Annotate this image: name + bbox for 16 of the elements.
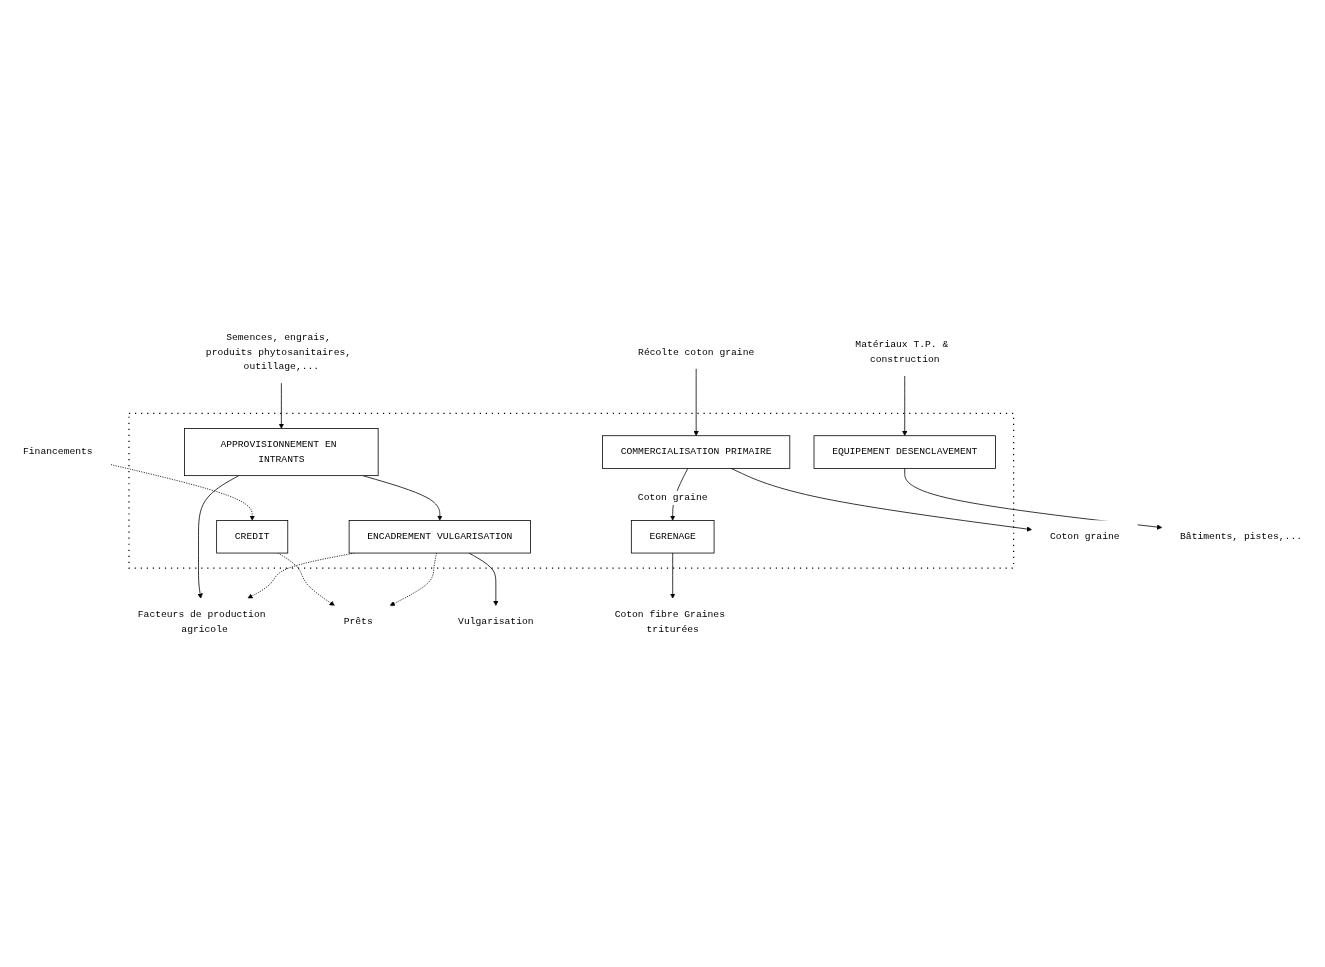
- node-text: Coton fibre Graines triturées: [614, 609, 725, 635]
- node-box: EGRENAGE: [630, 520, 715, 554]
- node-text: Financements: [22, 446, 93, 458]
- node-text: Semences, engrais, produits phytosanitaires, outillage,...: [205, 332, 352, 373]
- node-text: Vulgarisation: [458, 616, 534, 628]
- node-text: Prêts: [343, 616, 373, 628]
- node-box: COMMERCIALISATION PRIMAIRE: [602, 435, 791, 469]
- node-box: EQUIPEMENT DESENCLAVEMENT: [813, 435, 996, 469]
- node-box: APPROVISIONNEMENT EN INTRANTS: [184, 428, 379, 477]
- node-text: Facteurs de production agricole: [137, 609, 266, 635]
- node-text: Bâtiments, pistes,...: [1180, 531, 1303, 543]
- edge-label: Coton graine: [637, 492, 708, 504]
- node-box: CREDIT: [216, 520, 289, 554]
- node-box: ENCADREMENT VULGARISATION: [348, 520, 531, 554]
- node-text: Récolte coton graine: [638, 346, 755, 358]
- node-text: Matériaux T.P. & construction: [855, 339, 949, 365]
